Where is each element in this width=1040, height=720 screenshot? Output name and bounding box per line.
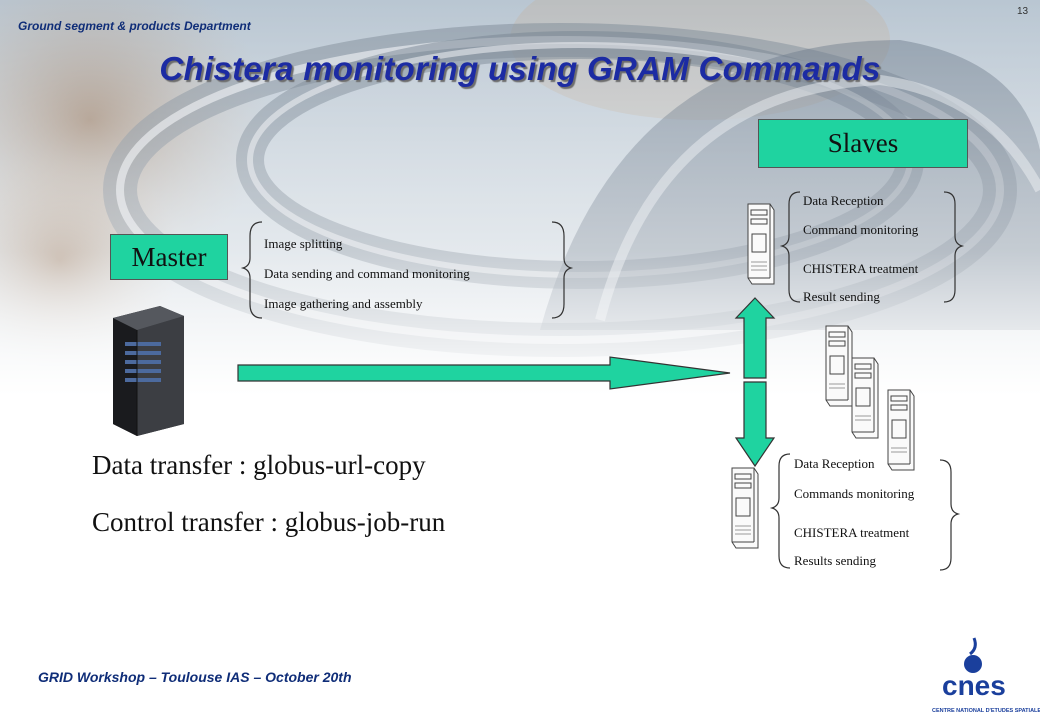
master-box: Master xyxy=(110,234,228,280)
slave-server-icon-3 xyxy=(887,389,915,471)
slave-task-item: Results sending xyxy=(794,553,876,568)
slave-task-item: CHISTERA treatment xyxy=(794,525,910,540)
slide-title: Chistera monitoring using GRAM Commands xyxy=(159,50,881,87)
slave-task-item: Commands monitoring xyxy=(794,486,915,501)
svg-text:cnes: cnes xyxy=(942,670,1006,701)
slave-task-item: Data Reception xyxy=(794,456,875,471)
master-task-item: Image gathering and assembly xyxy=(264,296,423,311)
master-server-icon xyxy=(113,306,184,436)
up-arrow xyxy=(734,297,776,379)
department-label: Ground segment & products Department xyxy=(18,19,251,33)
slaves-box: Slaves xyxy=(758,119,968,168)
slave-server-icon-top xyxy=(747,203,775,285)
slave-task-item: Data Reception xyxy=(803,193,884,208)
svg-text:CENTRE NATIONAL D'ETUDES SPATI: CENTRE NATIONAL D'ETUDES SPATIALES xyxy=(932,708,1040,714)
footer-event: GRID Workshop – Toulouse IAS – October 2… xyxy=(38,669,352,685)
down-arrow xyxy=(734,381,776,468)
master-task-item: Data sending and command monitoring xyxy=(264,266,470,281)
slave-top-left-brace xyxy=(779,191,801,303)
control-transfer-text: Control transfer : globus-job-run xyxy=(92,507,446,537)
master-task-item: Image splitting xyxy=(264,236,343,251)
data-flow-arrow xyxy=(237,356,731,390)
slave-task-item: CHISTERA treatment xyxy=(803,261,919,276)
slave-server-icon-1 xyxy=(825,325,853,407)
page-number: 13 xyxy=(1017,6,1029,17)
slave-task-item: Command monitoring xyxy=(803,222,919,237)
master-right-brace xyxy=(551,221,574,319)
data-transfer-text: Data transfer : globus-url-copy xyxy=(92,450,426,480)
master-left-brace xyxy=(240,221,263,319)
slave-server-icon-2 xyxy=(851,357,879,439)
slave-bottom-left-brace xyxy=(769,453,791,569)
slave-top-right-brace xyxy=(943,191,965,303)
slave-bottom-right-brace xyxy=(939,459,961,571)
cnes-logo: cnes CENTRE NATIONAL D'ETUDES SPATIALES xyxy=(932,637,1040,714)
slave-task-item: Result sending xyxy=(803,289,880,304)
slave-server-icon-bottom xyxy=(731,467,759,549)
